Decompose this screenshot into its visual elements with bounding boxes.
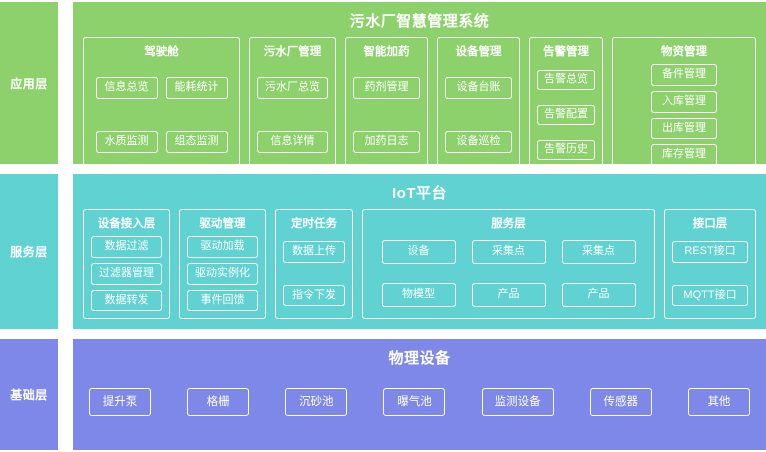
chip-info-detail[interactable]: 信息详情 (257, 130, 328, 153)
chip-spare-parts-management[interactable]: 备件管理 (651, 64, 717, 86)
layer-application: 应用层 污水厂智慧管理系统 驾驶舱 信息总览 能耗统计 水质监测 组态监测 污水… (0, 2, 766, 174)
layer-gap (58, 339, 73, 450)
chip-driver-instantiation[interactable]: 驱动实例化 (187, 262, 258, 285)
service-panel: IoT平台 设备接入层 数据过滤 过滤器管理 数据转发 驱动管理 驱动加载 驱动… (73, 174, 766, 329)
layer-label-application: 应用层 (0, 2, 58, 164)
chip-dosing-log[interactable]: 加药日志 (353, 130, 420, 153)
foundation-panel-title: 物理设备 (388, 350, 451, 367)
group-scheduled-task[interactable]: 定时任务 数据上传 指令下发 (275, 209, 353, 320)
group-interface-layer[interactable]: 接口层 REST接口 MQTT接口 (664, 209, 756, 320)
group-items-smart-dosing: 药剂管理 加药日志 (353, 64, 420, 166)
chip-reagent-management[interactable]: 药剂管理 (353, 77, 420, 100)
group-title-scheduled-task: 定时任务 (291, 218, 337, 230)
chip-monitoring-equipment[interactable]: 监测设备 (481, 387, 554, 417)
service-panel-title: IoT平台 (392, 185, 447, 202)
group-items-service-layer: 设备 采集点 采集点 物模型 产品 产品 (370, 236, 647, 311)
chip-aeration-tank[interactable]: 曝气池 (383, 387, 446, 417)
group-items-plant-management: 污水厂总览 信息详情 (257, 64, 328, 166)
chip-alarm-overview[interactable]: 告警总览 (537, 69, 595, 90)
chip-rest-interface[interactable]: REST接口 (672, 240, 748, 263)
application-groups: 驾驶舱 信息总览 能耗统计 水质监测 组态监测 污水厂管理 污水厂总览 信息详情 (83, 37, 756, 174)
chip-device[interactable]: 设备 (381, 240, 456, 265)
chip-sensor[interactable]: 传感器 (589, 387, 652, 417)
chip-equipment-ledger[interactable]: 设备台账 (445, 77, 512, 100)
service-groups: 设备接入层 数据过滤 过滤器管理 数据转发 驱动管理 驱动加载 驱动实例化 事件… (83, 209, 756, 320)
chip-configuration-monitoring[interactable]: 组态监测 (165, 130, 228, 153)
chip-product-1[interactable]: 产品 (471, 283, 546, 307)
chip-event-feedback[interactable]: 事件回馈 (187, 289, 258, 312)
group-title-smart-dosing: 智能加药 (363, 46, 410, 58)
chip-equipment-inspection[interactable]: 设备巡检 (445, 130, 512, 153)
chip-grit-chamber[interactable]: 沉砂池 (285, 387, 348, 417)
chip-alarm-configuration[interactable]: 告警配置 (537, 105, 595, 125)
group-title-service-layer: 服务层 (491, 218, 526, 230)
group-smart-dosing[interactable]: 智能加药 药剂管理 加药日志 (345, 37, 428, 174)
chip-filter-management[interactable]: 过滤器管理 (91, 262, 162, 285)
group-items-equipment-management: 设备台账 设备巡检 (445, 64, 512, 166)
layer-gap (58, 2, 73, 164)
group-items-interface-layer: REST接口 MQTT接口 (672, 236, 748, 311)
group-cockpit[interactable]: 驾驶舱 信息总览 能耗统计 水质监测 组态监测 (83, 37, 240, 174)
chip-data-upload[interactable]: 数据上传 (283, 240, 345, 263)
group-plant-management[interactable]: 污水厂管理 污水厂总览 信息详情 (249, 37, 336, 174)
chip-mqtt-interface[interactable]: MQTT接口 (672, 284, 748, 307)
chip-alarm-history[interactable]: 告警历史 (537, 140, 595, 161)
chip-data-filter[interactable]: 数据过滤 (91, 236, 162, 258)
chip-product-2[interactable]: 产品 (561, 283, 636, 307)
group-items-device-access-layer: 数据过滤 过滤器管理 数据转发 (91, 236, 162, 312)
group-title-driver-management: 驱动管理 (199, 218, 246, 230)
chip-outbound-management[interactable]: 出库管理 (651, 117, 717, 140)
group-title-alarm-management: 告警管理 (543, 46, 589, 58)
group-items-scheduled-task: 数据上传 指令下发 (283, 236, 345, 311)
group-title-device-access-layer: 设备接入层 (97, 218, 156, 230)
chip-collection-point-2[interactable]: 采集点 (561, 240, 636, 265)
group-material-management[interactable]: 物资管理 备件管理 入库管理 出库管理 库存管理 (612, 37, 756, 174)
group-title-equipment-management: 设备管理 (455, 46, 502, 58)
group-title-interface-layer: 接口层 (692, 218, 728, 230)
chip-lift-pump[interactable]: 提升泵 (89, 387, 151, 417)
group-device-access-layer[interactable]: 设备接入层 数据过滤 过滤器管理 数据转发 (83, 209, 170, 320)
chip-grille[interactable]: 格栅 (187, 387, 250, 417)
group-equipment-management[interactable]: 设备管理 设备台账 设备巡检 (437, 37, 520, 174)
group-items-driver-management: 驱动加载 驱动实例化 事件回馈 (187, 236, 258, 312)
application-panel-title: 污水厂智慧管理系统 (349, 13, 490, 30)
chip-inventory-management[interactable]: 库存管理 (651, 144, 717, 166)
group-items-cockpit: 信息总览 能耗统计 水质监测 组态监测 (91, 64, 232, 166)
group-title-material-management: 物资管理 (661, 46, 707, 58)
chip-inbound-management[interactable]: 入库管理 (651, 90, 717, 113)
group-alarm-management[interactable]: 告警管理 告警总览 告警配置 告警历史 (529, 37, 603, 174)
chip-water-quality-monitoring[interactable]: 水质监测 (95, 130, 158, 153)
application-panel: 污水厂智慧管理系统 驾驶舱 信息总览 能耗统计 水质监测 组态监测 污水厂管理 … (73, 2, 766, 174)
group-items-alarm-management: 告警总览 告警配置 告警历史 (537, 64, 595, 166)
chip-data-forwarding[interactable]: 数据转发 (91, 289, 162, 312)
chip-thing-model[interactable]: 物模型 (381, 283, 456, 307)
foundation-items: 提升泵 格栅 沉砂池 曝气池 监测设备 传感器 其他 (83, 374, 756, 440)
layer-service: 服务层 IoT平台 设备接入层 数据过滤 过滤器管理 数据转发 驱动管理 驱动加… (0, 174, 766, 329)
foundation-panel: 物理设备 提升泵 格栅 沉砂池 曝气池 监测设备 传感器 其他 (73, 339, 766, 450)
layer-label-service: 服务层 (0, 174, 58, 329)
group-service-layer[interactable]: 服务层 设备 采集点 采集点 物模型 产品 产品 (362, 209, 655, 320)
layer-foundation: 基础层 物理设备 提升泵 格栅 沉砂池 曝气池 监测设备 传感器 其他 (0, 339, 766, 450)
layer-gap (58, 174, 73, 329)
group-driver-management[interactable]: 驱动管理 驱动加载 驱动实例化 事件回馈 (179, 209, 266, 320)
chip-command-dispatch[interactable]: 指令下发 (283, 284, 345, 307)
chip-info-overview[interactable]: 信息总览 (95, 77, 158, 100)
layer-label-foundation: 基础层 (0, 339, 58, 450)
chip-plant-overview[interactable]: 污水厂总览 (257, 77, 328, 100)
chip-other[interactable]: 其他 (687, 387, 750, 417)
chip-energy-statistics[interactable]: 能耗统计 (165, 77, 228, 100)
chip-collection-point-1[interactable]: 采集点 (471, 240, 546, 265)
chip-driver-loading[interactable]: 驱动加载 (187, 236, 258, 258)
group-title-plant-management: 污水厂管理 (263, 46, 322, 58)
group-items-material-management: 备件管理 入库管理 出库管理 库存管理 (620, 64, 748, 166)
group-title-cockpit: 驾驶舱 (144, 46, 179, 58)
